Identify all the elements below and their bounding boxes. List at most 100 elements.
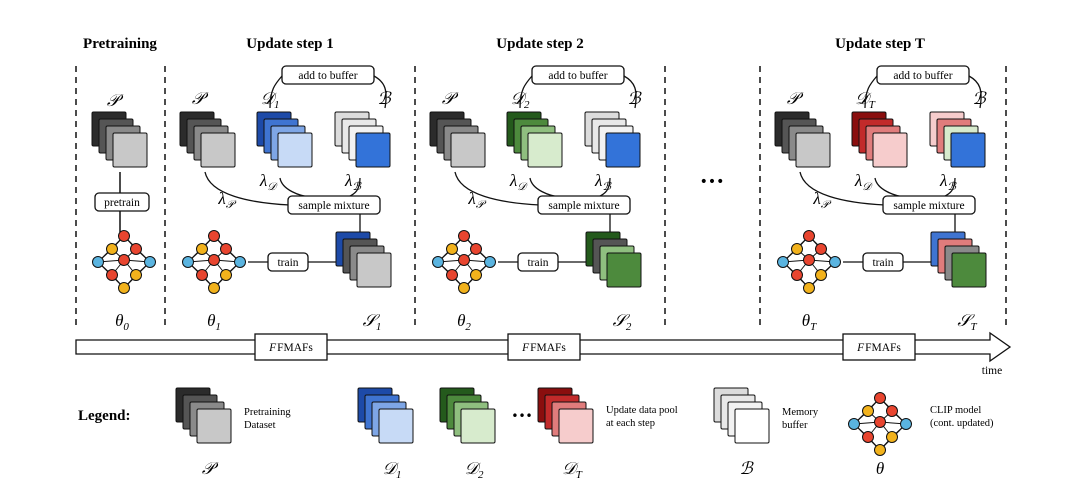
network-node bbox=[208, 230, 220, 242]
network-node bbox=[803, 230, 815, 242]
label-B: ℬ bbox=[972, 89, 987, 108]
legend-update-1: Update data pool bbox=[606, 405, 678, 416]
stack-card bbox=[112, 132, 148, 168]
stack-card bbox=[355, 132, 391, 168]
pretrain-box bbox=[94, 192, 150, 212]
network-node bbox=[470, 243, 482, 255]
label-lambda-D: λ𝒟 bbox=[509, 171, 528, 193]
sample-mixture-label: sample mixture bbox=[298, 200, 369, 212]
network-node bbox=[144, 256, 156, 268]
network-node bbox=[106, 269, 118, 281]
network-node bbox=[446, 269, 458, 281]
header-update-step-2: Update step 2 bbox=[496, 36, 584, 52]
stack-card bbox=[450, 132, 486, 168]
legend-ellipsis: ••• bbox=[511, 409, 532, 423]
update-step-1: 𝒫 𝒟1 ℬ add to buffer λ𝒟 λℬ λ𝒫 sample mix… bbox=[179, 65, 392, 333]
label-theta0: θ0 bbox=[115, 311, 129, 333]
stack-B bbox=[929, 111, 986, 168]
stack-card bbox=[605, 132, 641, 168]
legend-stack-D2 bbox=[439, 387, 496, 444]
add-to-buffer-box bbox=[281, 65, 375, 85]
add-to-buffer-box bbox=[876, 65, 970, 85]
stack-card bbox=[196, 408, 232, 444]
label-lambda-P: λ𝒫 bbox=[217, 189, 236, 211]
network-node bbox=[130, 269, 142, 281]
network-node bbox=[829, 256, 841, 268]
sample-mixture-box bbox=[537, 195, 631, 215]
network-node bbox=[484, 256, 496, 268]
label-lambda-P: λ𝒫 bbox=[812, 189, 831, 211]
label-P: 𝒫 bbox=[442, 89, 459, 108]
label-lambda-D: λ𝒟 bbox=[854, 171, 873, 193]
sample-mixture-box bbox=[882, 195, 976, 215]
stack-card bbox=[277, 132, 313, 168]
network-node bbox=[815, 243, 827, 255]
legend-update-2: at each step bbox=[606, 418, 655, 429]
pretrain-label: pretrain bbox=[104, 197, 140, 209]
update-step-T: 𝒫 𝒟T ℬ add to buffer λ𝒟 λℬ λ𝒫 sample mix… bbox=[774, 65, 987, 333]
network-node bbox=[432, 256, 444, 268]
network-node bbox=[777, 256, 789, 268]
legend-memory-1: Memory bbox=[782, 407, 819, 418]
stack-card bbox=[527, 132, 563, 168]
add-to-buffer-label: add to buffer bbox=[298, 70, 357, 82]
stack-card bbox=[558, 408, 594, 444]
label-P: 𝒫 bbox=[192, 89, 209, 108]
fmafs-label: FFMAFs bbox=[521, 342, 566, 354]
network-node bbox=[118, 254, 130, 266]
legend-label-D2: 𝒟2 bbox=[464, 459, 484, 481]
legend-label-theta: θ bbox=[876, 459, 884, 478]
legend-stack-P bbox=[175, 387, 232, 444]
network-node bbox=[862, 431, 874, 443]
legend: Legend: Pretraining Dataset 𝒫 𝒟1 𝒟2 ••• … bbox=[78, 387, 994, 481]
network-node bbox=[208, 254, 220, 266]
network-node bbox=[803, 282, 815, 294]
network-node bbox=[196, 269, 208, 281]
stack-card bbox=[951, 252, 987, 288]
network-node bbox=[220, 243, 232, 255]
label-theta1: θ1 bbox=[207, 311, 221, 333]
legend-pretraining-2: Dataset bbox=[244, 420, 276, 431]
header-update-step-T: Update step T bbox=[835, 36, 925, 52]
label-lambda-B: λℬ bbox=[939, 171, 957, 193]
label-D2: 𝒟2 bbox=[510, 89, 530, 111]
network-node bbox=[815, 269, 827, 281]
label-P: 𝒫 bbox=[787, 89, 804, 108]
network-node bbox=[234, 256, 246, 268]
network-node bbox=[118, 282, 130, 294]
clip-network-thetaT bbox=[777, 230, 841, 294]
network-node bbox=[458, 282, 470, 294]
network-node bbox=[803, 254, 815, 266]
network-node bbox=[130, 243, 142, 255]
label-thetaT: θT bbox=[802, 311, 817, 333]
timeline: FFMAFs FFMAFs FFMAFs time bbox=[75, 331, 1012, 377]
stack-card bbox=[734, 408, 770, 444]
network-node bbox=[92, 256, 104, 268]
legend-pretraining-1: Pretraining bbox=[244, 407, 291, 418]
network-node bbox=[886, 405, 898, 417]
network-node bbox=[862, 405, 874, 417]
network-node bbox=[886, 431, 898, 443]
fmafs-box-1 bbox=[254, 333, 328, 361]
legend-memory-2: buffer bbox=[782, 420, 808, 431]
stack-S1 bbox=[335, 231, 392, 288]
network-node bbox=[874, 392, 886, 404]
legend-stack-B bbox=[713, 387, 770, 444]
label-S1: 𝒮1 bbox=[363, 311, 382, 333]
legend-stack-D1 bbox=[357, 387, 414, 444]
label-B: ℬ bbox=[627, 89, 642, 108]
label-lambda-P: λ𝒫 bbox=[467, 189, 486, 211]
add-to-buffer-label: add to buffer bbox=[548, 70, 607, 82]
train-label: train bbox=[277, 257, 298, 269]
stack-card bbox=[378, 408, 414, 444]
header-update-step-1: Update step 1 bbox=[246, 36, 334, 52]
network-node bbox=[106, 243, 118, 255]
network-node bbox=[446, 243, 458, 255]
stack-card bbox=[606, 252, 642, 288]
legend-label-P: 𝒫 bbox=[202, 459, 219, 478]
header-pretraining: Pretraining bbox=[83, 36, 157, 52]
stack-card bbox=[950, 132, 986, 168]
label-S2: 𝒮2 bbox=[613, 311, 632, 333]
network-node bbox=[791, 243, 803, 255]
